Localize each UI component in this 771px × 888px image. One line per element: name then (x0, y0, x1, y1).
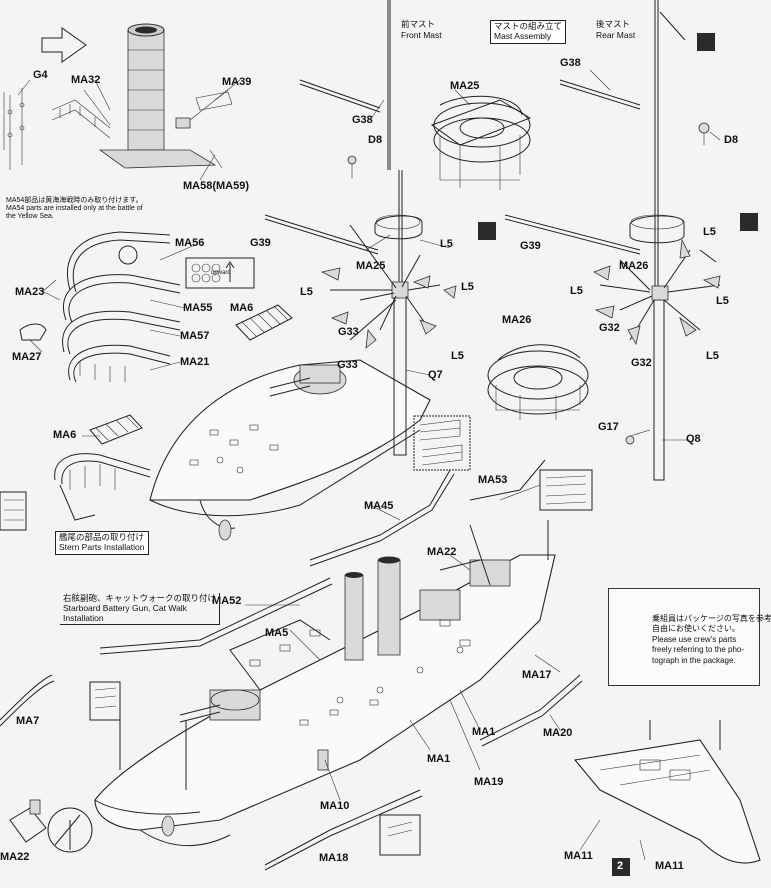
starboard-title-jp: 右舷副砲、キャットウォークの取り付け (63, 593, 217, 603)
label-ma57: MA57 (180, 330, 210, 342)
stern-parts-box: 艦尾の部品の取り付け Stern Parts Installation (55, 531, 149, 555)
ma54-note-jp: MA54部品は黄海海戦時のみ取り付けます。 (6, 197, 143, 204)
label-ma21: MA21 (180, 356, 210, 368)
label-ma26-platform: MA26 (502, 314, 532, 326)
arrow-right-icon (41, 27, 87, 63)
crew-note-en2: freely referring to the pho- (652, 645, 745, 655)
label-ma10: MA10 (320, 800, 350, 812)
starboard-railing (0, 577, 333, 727)
lower-railings (264, 674, 583, 871)
catwalk-rails (19, 231, 255, 383)
label-ma11-a: MA11 (564, 850, 593, 862)
label-ma7: MA7 (16, 715, 40, 727)
ma54-note-en1: MA54 parts are installed only at the bat… (6, 205, 143, 213)
rear-mast-title-en: Rear Mast (596, 30, 636, 40)
starboard-title-en1: Starboard Battery Gun, Cat Walk (63, 602, 187, 613)
mast-assembly-box: マストの組み立て Mast Assembly (490, 20, 567, 44)
ma54-note-en2: the Yellow Sea. (6, 213, 54, 221)
stern-parts-title-jp: 艦尾の部品の取り付け (59, 532, 145, 542)
label-l5-g: L5 (716, 295, 729, 307)
label-ma53: MA53 (478, 474, 508, 486)
front-mast (264, 0, 496, 471)
label-g33-a: G33 (338, 326, 359, 338)
label-ma39: MA39 (222, 76, 252, 88)
label-ma1-b: MA1 (427, 753, 451, 765)
crew-note-box (608, 588, 760, 686)
label-ma52: MA52 (212, 595, 242, 607)
label-ma6-lower: MA6 (53, 429, 77, 441)
label-ma6-top: MA6 (230, 302, 254, 314)
label-ma25-platform: MA25 (450, 80, 480, 92)
label-ma25: MA25 (356, 260, 386, 272)
stern-parts-title-en: Stern Parts Installation (59, 541, 145, 552)
label-g32-a: G32 (599, 322, 620, 334)
ladder-parts (89, 304, 293, 445)
label-ma19: MA19 (474, 776, 504, 788)
label-l5-a: L5 (440, 238, 453, 250)
crew-note-en1: Please use crew's parts (652, 634, 737, 644)
label-l5-f: L5 (570, 285, 583, 297)
label-d8-rear: D8 (724, 134, 739, 146)
label-ma56: MA56 (175, 237, 205, 249)
label-ma1-a: MA1 (472, 726, 496, 738)
front-mast-title-jp: 前マスト (401, 19, 436, 29)
starboard-box: 右舷副砲、キャットウォークの取り付け Starboard Battery Gun… (60, 593, 221, 626)
mast-assembly-title-en: Mast Assembly (494, 30, 552, 41)
starboard-title-en2: Installation (63, 612, 104, 623)
crew-note-jp2: 自由にお使いください。 (652, 624, 740, 634)
front-mast-title-en: Front Mast (401, 30, 442, 40)
upward-label: upward (211, 270, 231, 276)
ma54-note: MA54部品は黄海海戦時のみ取り付けます。 MA54 parts are ins… (6, 197, 143, 221)
rear-mast-title-jp: 後マスト (596, 19, 631, 29)
crew-note-en3: tograph in the package. (652, 655, 736, 665)
label-ma27: MA27 (12, 351, 42, 363)
label-g17: G17 (598, 421, 619, 433)
funnel-assembly (51, 23, 233, 169)
label-ma23: MA23 (15, 286, 45, 298)
label-ma18: MA18 (319, 852, 349, 864)
bow-section-lower (573, 720, 761, 864)
label-ma32: MA32 (71, 74, 101, 86)
label-q7: Q7 (428, 369, 443, 381)
label-l5-h: L5 (706, 350, 719, 362)
label-g4: G4 (33, 69, 48, 81)
label-q8: Q8 (686, 433, 701, 445)
label-ma20: MA20 (543, 727, 573, 739)
stern-hull-upper (0, 359, 431, 541)
label-l5-b: L5 (300, 286, 313, 298)
crew-note: 乗組員はパッケージの写真を参考にして 自由にお使いください。 Please us… (652, 614, 771, 666)
step-number: 2 (617, 860, 624, 872)
label-d8-front: D8 (368, 134, 383, 146)
label-g39-front: G39 (250, 237, 271, 249)
main-hull (94, 520, 556, 847)
platform-ma26 (487, 344, 589, 420)
step-badge (612, 858, 630, 876)
label-ma45: MA45 (364, 500, 394, 512)
label-ma58: MA58(MA59) (183, 180, 250, 192)
label-l5-c: L5 (461, 281, 474, 293)
label-ma22-deck: MA22 (427, 546, 457, 558)
mast-assembly-title-jp: マストの組み立て (494, 21, 563, 31)
railing-ma45 (309, 459, 593, 567)
label-ma17: MA17 (522, 669, 552, 681)
platform-ma25 (430, 95, 532, 190)
rear-mast (504, 0, 758, 481)
label-g32-b: G32 (631, 357, 652, 369)
label-ma5: MA5 (265, 627, 289, 639)
crew-note-jp1: 乗組員はパッケージの写真を参考にして (652, 614, 771, 623)
label-g38-front: G38 (352, 114, 373, 126)
label-ma55: MA55 (183, 302, 213, 314)
label-g39-rear: G39 (520, 240, 541, 252)
label-g33-b: G33 (337, 359, 358, 371)
label-ma26: MA26 (619, 260, 649, 272)
label-g38-rear: G38 (560, 57, 581, 69)
label-ma22-part: MA22 (0, 851, 30, 863)
label-ma11-b: MA11 (655, 860, 684, 872)
label-l5-e: L5 (703, 226, 716, 238)
part-ma22 (9, 799, 93, 853)
label-l5-d: L5 (451, 350, 464, 362)
